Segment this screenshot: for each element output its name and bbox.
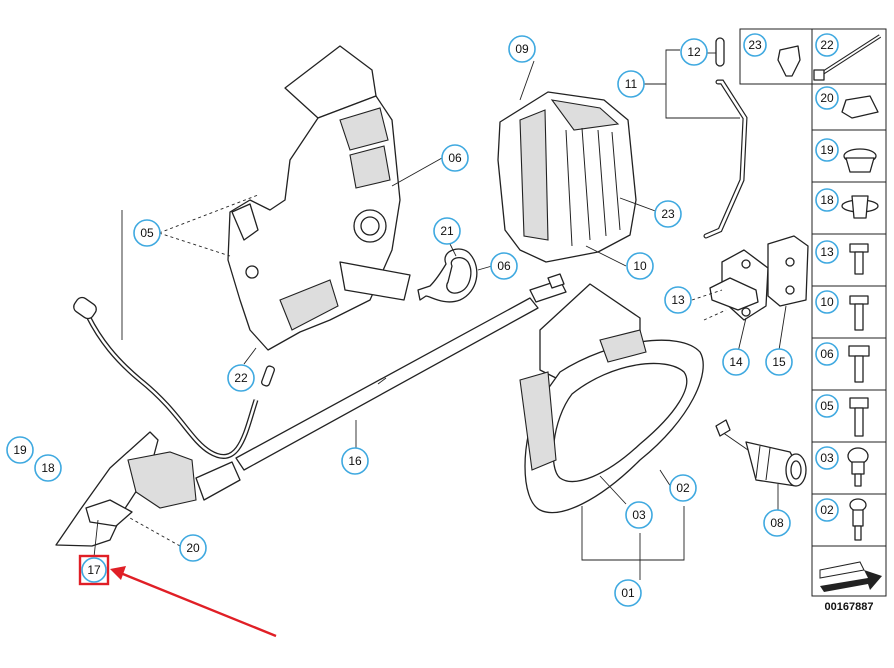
screw-05-icon [849, 397, 869, 437]
panel-callout-23[interactable]: 23 [743, 33, 767, 57]
svg-text:06: 06 [820, 347, 834, 361]
callout-01[interactable]: 01 [614, 579, 642, 607]
svg-text:01: 01 [621, 586, 635, 600]
callout-11[interactable]: 11 [617, 70, 645, 98]
panel-callout-10[interactable]: 10 [815, 290, 839, 314]
svg-text:14: 14 [729, 355, 743, 369]
svg-text:19: 19 [13, 443, 27, 457]
svg-text:18: 18 [41, 461, 55, 475]
svg-text:20: 20 [820, 91, 834, 105]
panel-callout-06[interactable]: 06 [815, 342, 839, 366]
callout-03[interactable]: 03 [625, 501, 653, 529]
callout-06-bracket[interactable]: 06 [441, 144, 469, 172]
svg-text:06: 06 [497, 259, 511, 273]
callout-17[interactable]: 17 [81, 557, 107, 583]
callout-22[interactable]: 22 [227, 364, 255, 392]
callout-18[interactable]: 18 [34, 454, 62, 482]
callout-08[interactable]: 08 [763, 509, 791, 537]
lock-bracket [227, 45, 411, 351]
callout-15[interactable]: 15 [765, 348, 793, 376]
leader-lines [93, 49, 787, 580]
release-cable [73, 296, 275, 459]
handle-rod [195, 273, 567, 501]
panel-callout-03[interactable]: 03 [815, 446, 839, 470]
handle-end-cap [55, 431, 197, 547]
svg-text:12: 12 [687, 45, 701, 59]
panel-callout-02[interactable]: 02 [815, 498, 839, 522]
screw-06-icon [848, 345, 870, 383]
outer-door-handle [519, 283, 704, 514]
panel-callout-20[interactable]: 20 [815, 86, 839, 110]
svg-text:11: 11 [625, 77, 638, 91]
handle-gasket [417, 248, 478, 303]
buffer-02-icon [849, 498, 867, 541]
svg-text:19: 19 [820, 143, 834, 157]
svg-text:23: 23 [661, 207, 675, 221]
svg-text:17: 17 [87, 563, 101, 577]
callout-06-gasket[interactable]: 06 [490, 252, 518, 280]
buffer-03-icon [847, 447, 869, 487]
highlight-marker [78, 554, 277, 638]
svg-text:02: 02 [676, 481, 690, 495]
svg-text:13: 13 [820, 245, 834, 259]
svg-text:15: 15 [772, 355, 786, 369]
callout-21[interactable]: 21 [433, 217, 461, 245]
svg-text:21: 21 [440, 224, 454, 238]
lock-actuator [497, 91, 637, 263]
svg-text:05: 05 [820, 399, 834, 413]
svg-text:16: 16 [348, 454, 362, 468]
panel-callout-22[interactable]: 22 [815, 33, 839, 57]
svg-text:20: 20 [186, 541, 200, 555]
control-rod [703, 37, 748, 239]
lock-cylinder [715, 419, 807, 487]
panel-callout-19[interactable]: 19 [815, 138, 839, 162]
callout-19[interactable]: 19 [6, 436, 34, 464]
callout-05[interactable]: 05 [133, 219, 161, 247]
callout-13[interactable]: 13 [664, 286, 692, 314]
svg-text:02: 02 [820, 503, 834, 517]
svg-text:05: 05 [140, 226, 154, 240]
screw-10-icon [849, 295, 869, 331]
svg-text:09: 09 [515, 42, 529, 56]
callout-12[interactable]: 12 [680, 38, 708, 66]
panel-callout-05[interactable]: 05 [815, 394, 839, 418]
callout-16[interactable]: 16 [341, 447, 369, 475]
fastener-panel: 23 22 20 19 18 13 10 06 05 03 02 0016788… [739, 28, 887, 613]
svg-text:13: 13 [671, 293, 685, 307]
svg-text:03: 03 [632, 508, 646, 522]
panel-callout-13[interactable]: 13 [815, 240, 839, 264]
svg-text:08: 08 [770, 516, 784, 530]
svg-text:10: 10 [633, 259, 647, 273]
screw-13-icon [849, 243, 869, 275]
orientation-arrow-icon [819, 561, 882, 592]
callout-09[interactable]: 09 [508, 35, 536, 63]
svg-text:23: 23 [748, 38, 762, 52]
svg-text:22: 22 [234, 371, 248, 385]
callout-14[interactable]: 14 [722, 348, 750, 376]
svg-text:06: 06 [448, 151, 462, 165]
panel-callout-18[interactable]: 18 [815, 188, 839, 212]
callout-23[interactable]: 23 [654, 200, 682, 228]
callout-02[interactable]: 02 [669, 474, 697, 502]
svg-text:18: 18 [820, 193, 834, 207]
callout-20[interactable]: 20 [179, 534, 207, 562]
svg-text:10: 10 [820, 295, 834, 309]
door-striker [709, 235, 809, 321]
svg-text:03: 03 [820, 451, 834, 465]
document-number: 00167887 [825, 601, 874, 613]
callout-10[interactable]: 10 [626, 252, 654, 280]
svg-text:22: 22 [820, 38, 834, 52]
